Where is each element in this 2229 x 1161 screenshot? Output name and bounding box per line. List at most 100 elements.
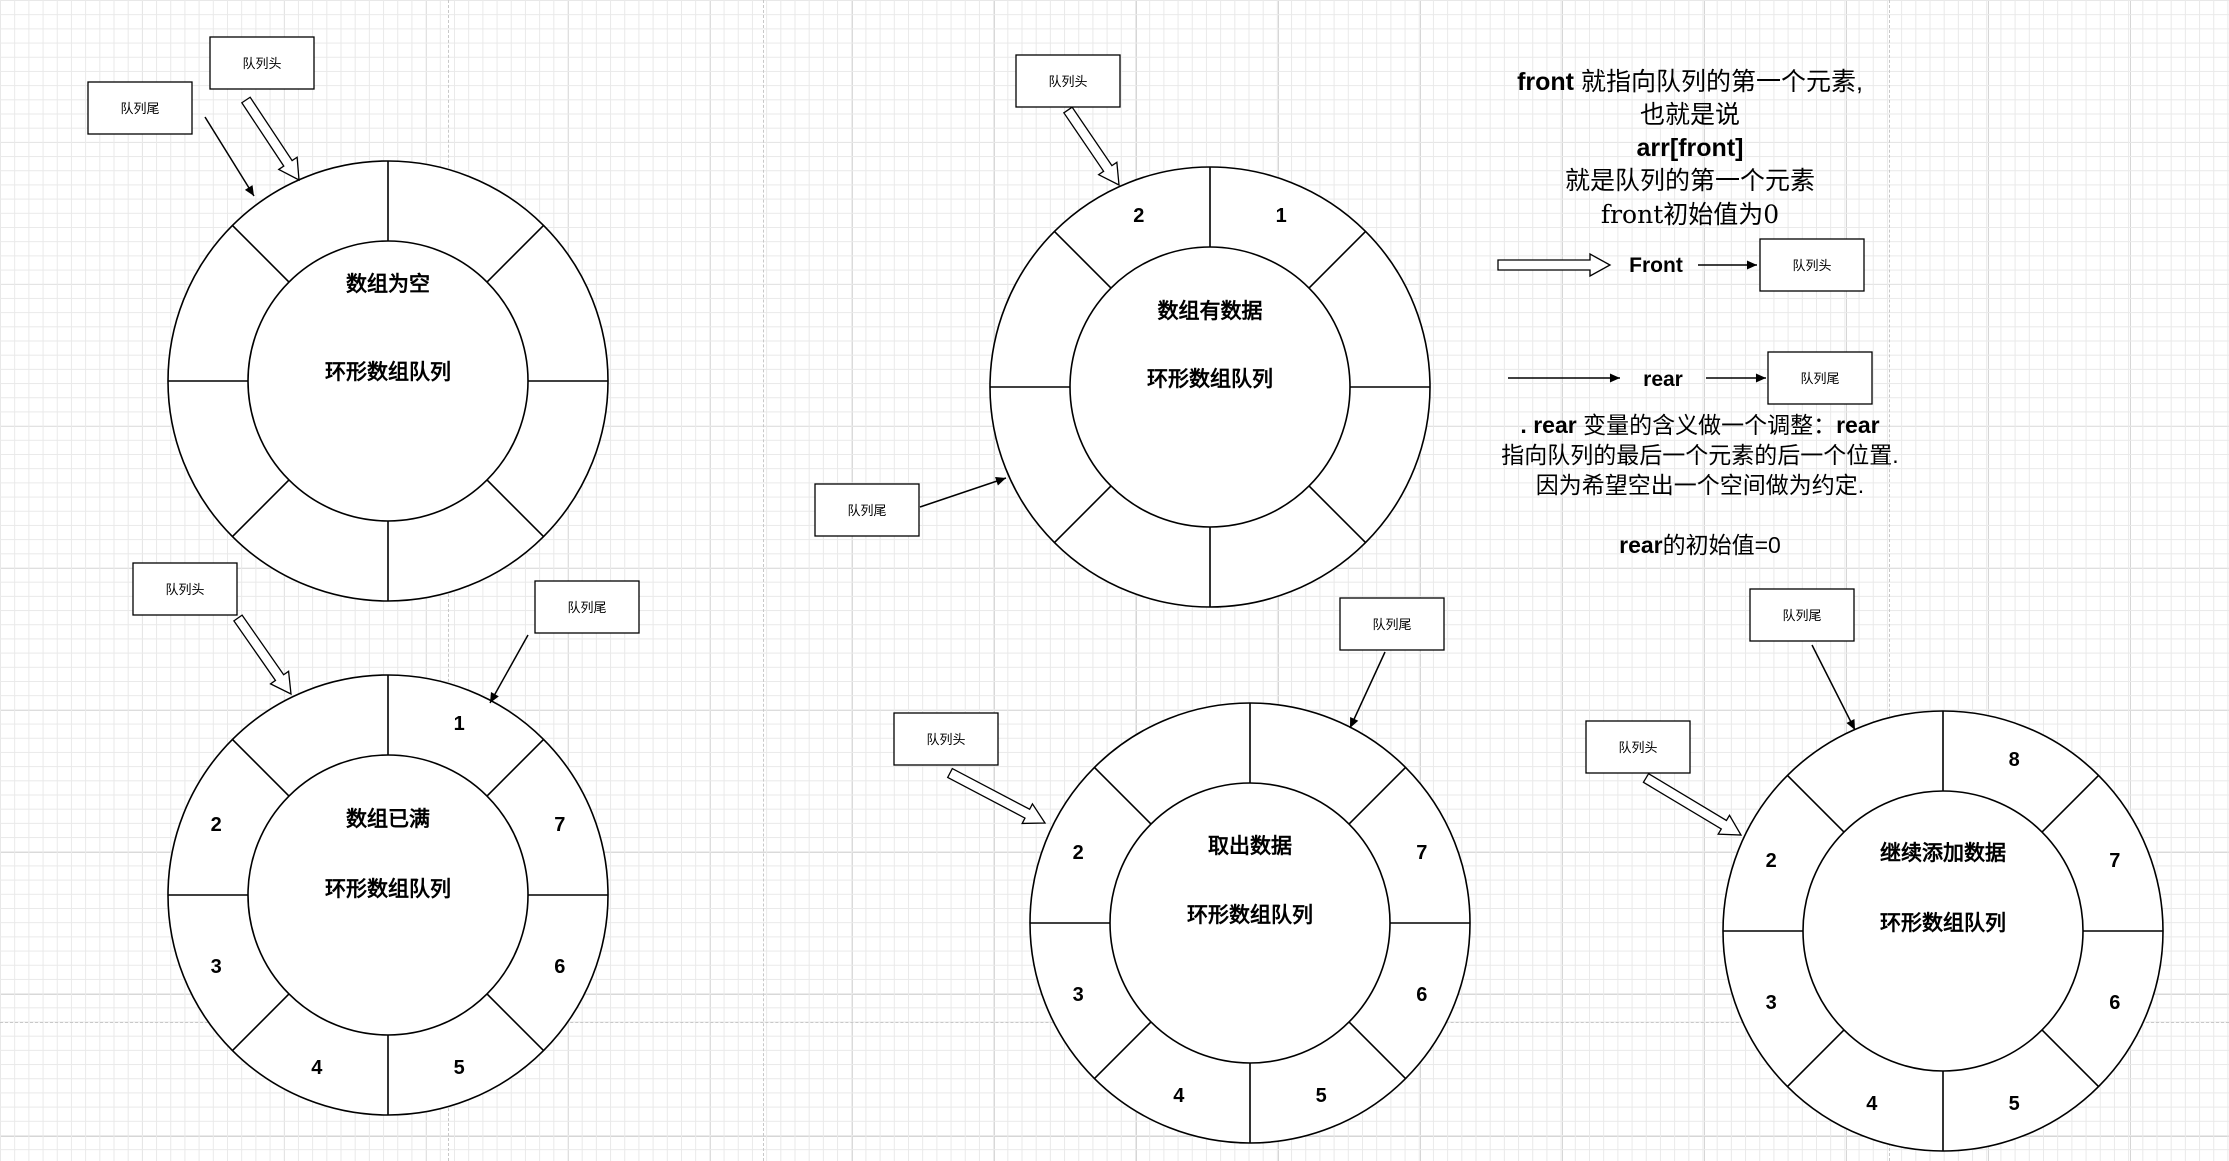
rear-note-line3: 因为希望空出一个空间做为约定. (1535, 472, 1865, 498)
ring-title: 数组有数据 (1158, 299, 1263, 323)
arrow-head (244, 185, 254, 196)
ring-title: 数组已满 (346, 807, 430, 831)
rear-to-tail-arrow (1706, 373, 1766, 383)
block-arrow-shape (946, 767, 1047, 825)
arrow-shaft (919, 477, 1007, 508)
front-note-line2: 也就是说 (1639, 101, 1740, 129)
label-box-text: 队列尾 (1800, 372, 1839, 387)
ring-divider (231, 738, 290, 797)
queue-head-pointer-arrow (1062, 106, 1120, 187)
label-box-text: 队列尾 (120, 102, 159, 117)
queue-tail-box: 队列尾 (1767, 351, 1873, 405)
arrow-head (1755, 373, 1766, 383)
ring-slot-number: 5 (1316, 1085, 1327, 1107)
queue-head-pointer-arrow (946, 767, 1047, 825)
rear-note: . rear 变量的含义做一个调整：rear 指向队列的最后一个元素的后一个位置… (1460, 410, 1940, 560)
arrow-head (1609, 373, 1620, 383)
queue-tail-box: 队列尾 (87, 81, 193, 135)
front-note-line5: front初始值为0 (1600, 200, 1780, 229)
rear-note-line-blank (1460, 500, 1940, 530)
ring-divider (1308, 485, 1367, 544)
ring-divider (486, 479, 545, 538)
label-box-text: 队列头 (165, 583, 204, 598)
label-box-text: 队列尾 (567, 601, 606, 616)
ring-divider (1786, 774, 1845, 833)
queue-tail-pointer-arrow (1349, 651, 1386, 729)
rear-note-line1-text: 变量的含义做一个调整： (1576, 412, 1837, 438)
ring-divider (1053, 485, 1112, 544)
label-box-text: 队列尾 (1372, 618, 1411, 633)
ring-title: 数组为空 (346, 272, 430, 296)
ring-slot-number: 2 (1766, 850, 1777, 872)
queue-head-pointer-arrow (1642, 772, 1743, 836)
ring-subtitle: 环形数组队列 (325, 877, 451, 901)
label-box-frame (132, 562, 238, 616)
rear-keyword-1: . rear (1520, 412, 1577, 438)
arr-front-keyword: arr[front] (1636, 134, 1744, 162)
front-label: Front (1629, 254, 1683, 277)
queue-head-box: 队列头 (893, 712, 999, 766)
ring-slot-number: 7 (2109, 850, 2120, 872)
ring-slot-number: 1 (1276, 205, 1287, 227)
front-arrow (1497, 252, 1612, 278)
queue-tail-pointer-arrow (204, 116, 255, 197)
ring-subtitle: 环形数组队列 (325, 360, 451, 384)
ring-divider (1093, 1021, 1152, 1080)
ring-slot-number: 4 (1866, 1093, 1878, 1115)
arrow-shaft (204, 116, 255, 197)
queue-tail-box: 队列尾 (814, 483, 920, 537)
ring-divider (1308, 230, 1367, 289)
label-box-text: 队列头 (1618, 741, 1657, 756)
arrow-head (995, 476, 1006, 486)
rear-keyword-2: rear (1836, 412, 1880, 438)
guide-line-vertical (1889, 0, 1890, 1161)
rear-keyword-3: rear (1619, 532, 1663, 558)
front-note-line1: front 就指向队列的第一个元素, (1490, 66, 1890, 99)
label-box-frame (209, 36, 315, 90)
ring-slot-number: 5 (454, 1057, 465, 1079)
ring-title: 取出数据 (1208, 834, 1292, 858)
ring-divider (1053, 230, 1112, 289)
guide-line-vertical (763, 0, 764, 1161)
arrow-shaft (1349, 651, 1386, 729)
rear-label: rear (1643, 368, 1683, 391)
label-box-frame (1749, 588, 1855, 642)
queue-head-box: 队列头 (209, 36, 315, 90)
label-box-text: 队列尾 (847, 504, 886, 519)
front-keyword: front (1517, 68, 1574, 96)
ring-slot-number: 3 (1073, 984, 1084, 1006)
label-box-frame (1015, 54, 1121, 108)
ring-divider (1786, 1029, 1845, 1088)
ring-slot-number: 5 (2009, 1093, 2020, 1115)
block-arrow-shape (232, 614, 292, 696)
ring-slot-number: 8 (2009, 749, 2020, 771)
ring-divider (1093, 766, 1152, 825)
rear-arrow (1508, 373, 1620, 383)
front-note: front 就指向队列的第一个元素, 也就是说 arr[front] 就是队列的… (1490, 66, 1890, 231)
ring-divider (2041, 774, 2100, 833)
ring-slot-number: 7 (1416, 842, 1427, 864)
ring-slot-number: 6 (2109, 992, 2120, 1014)
queue-head-pointer-arrow (240, 96, 300, 182)
label-box-frame (1585, 720, 1691, 774)
label-box-frame (814, 483, 920, 537)
ring-divider (1348, 1021, 1407, 1080)
ring-slot-number: 1 (454, 713, 465, 735)
ring-divider (231, 479, 290, 538)
label-box-text: 队列尾 (1782, 609, 1821, 624)
block-arrow-shape (1642, 772, 1743, 836)
rear-note-line1: . rear 变量的含义做一个调整：rear (1460, 410, 1940, 440)
rear-note-line2: 指向队列的最后一个元素的后一个位置. (1501, 442, 1899, 468)
queue-tail-box: 队列尾 (1749, 588, 1855, 642)
arrow-head (1746, 260, 1757, 270)
ring-slot-number: 4 (311, 1057, 323, 1079)
ring-slot-number: 2 (1133, 205, 1144, 227)
ring-slot-number: 2 (211, 814, 222, 836)
queue-head-box: 队列头 (132, 562, 238, 616)
ring-divider (486, 224, 545, 283)
